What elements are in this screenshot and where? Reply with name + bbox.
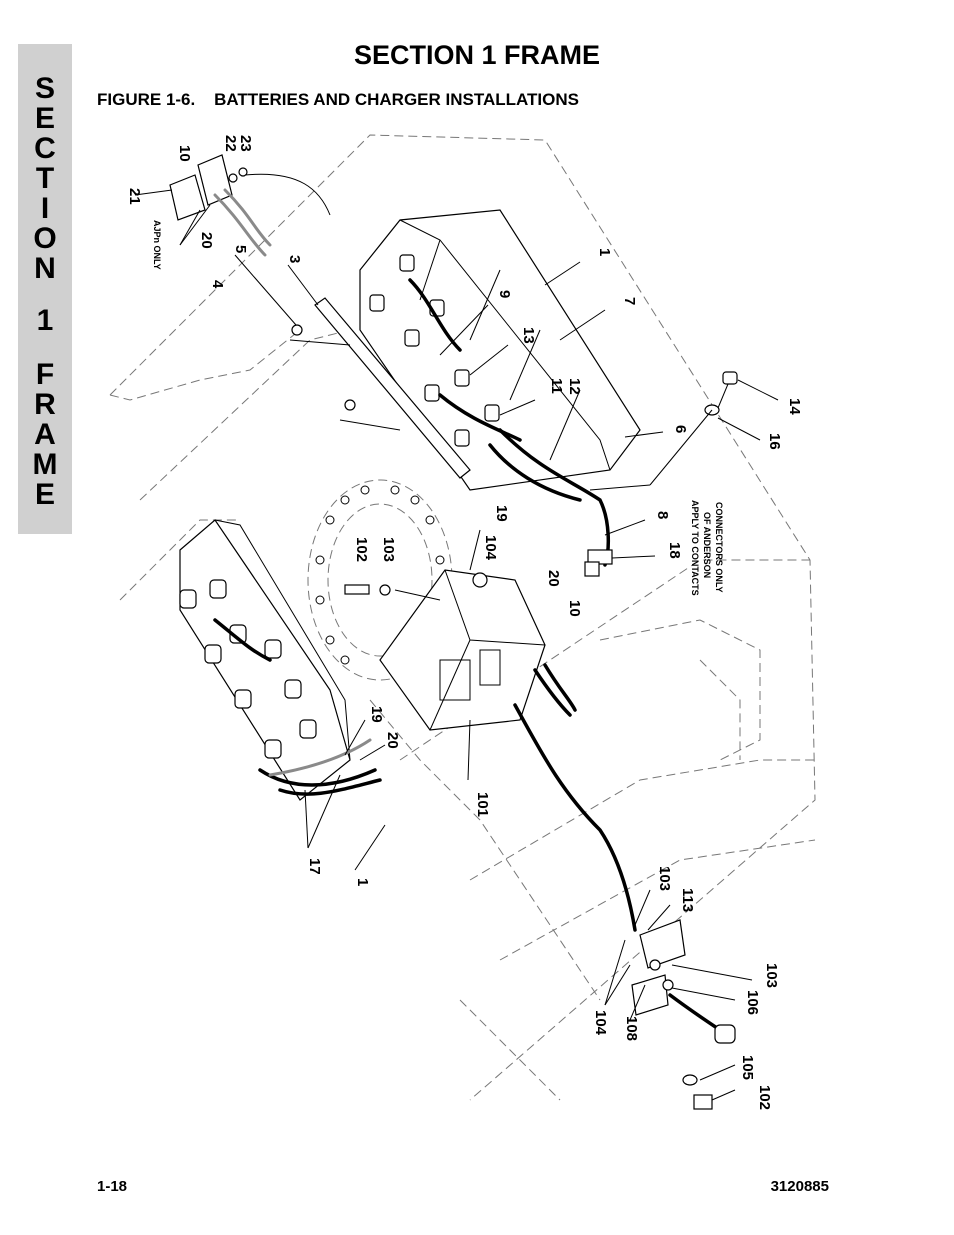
callout-label: 3: [286, 255, 303, 263]
charger-plug-assembly: [631, 919, 736, 1110]
anderson-note-line2: OF ANDERSON: [702, 512, 712, 578]
battery-charger: [344, 569, 637, 932]
side-tab-letter: T: [35, 162, 55, 195]
document-number: 3120885: [770, 1178, 829, 1195]
side-tab-letter: S: [34, 72, 55, 105]
side-tab-letter: A: [34, 418, 56, 451]
callout-label: 6: [672, 425, 689, 433]
anderson-note-line3: CONNECTORS ONLY: [714, 502, 724, 593]
side-tab-letter: F: [35, 358, 55, 391]
side-tab-letter: M: [32, 448, 58, 481]
callout-label: 23: [237, 135, 254, 152]
callout-label: 105: [739, 1055, 756, 1080]
lower-battery-tray: [179, 519, 382, 801]
side-tab-letter: R: [34, 388, 56, 421]
callout-label: 20: [545, 570, 562, 587]
callout-label: 9: [496, 290, 513, 298]
callout-label: 1: [354, 878, 371, 886]
callout-label: 4: [209, 280, 226, 289]
anderson-note-line1: APPLY TO CONTACTS: [690, 500, 700, 596]
upper-battery-tray: [359, 209, 641, 567]
side-tab-letter: O: [33, 222, 57, 255]
callout-label: 108: [623, 1016, 640, 1041]
callout-labels: 21 10 22 23 20 4 5 3 1 7 9 13 11 12 14 1…: [126, 135, 803, 1110]
callout-label: 21: [126, 188, 143, 205]
callout-label: 20: [384, 732, 401, 749]
batteries-charger-diagram: 21 10 22 23 20 4 5 3 1 7 9 13 11 12 14 1…: [109, 134, 816, 1110]
callout-label: 18: [666, 542, 683, 559]
callout-label: 22: [222, 135, 239, 152]
callout-label: 113: [679, 888, 696, 912]
callout-leaders: [179, 204, 779, 1101]
ajpn-bracket: [134, 154, 331, 257]
callout-label: 104: [592, 1010, 609, 1036]
side-tab-letter: I: [40, 192, 50, 225]
page-number: 1-18: [97, 1178, 128, 1195]
callout-label: 10: [566, 600, 583, 617]
hold-down-bar: [289, 297, 471, 479]
callout-label: 20: [198, 232, 215, 249]
callout-label: 17: [306, 858, 323, 875]
section-side-tab: S E C T I O N 1 F R A M E: [18, 44, 72, 534]
callout-label: 104: [482, 535, 499, 561]
bolt-washer: [589, 371, 738, 491]
callout-label: 5: [232, 245, 249, 253]
callout-label: 102: [353, 537, 370, 562]
callout-label: 103: [656, 866, 673, 891]
side-tab-letter: E: [34, 102, 55, 135]
callout-label: 12: [566, 378, 583, 395]
callout-label: 106: [744, 990, 761, 1015]
figure-title: FIGURE 1-6. BATTERIES AND CHARGER INSTAL…: [97, 90, 579, 109]
callout-label: 102: [756, 1085, 773, 1110]
side-tab-letter: E: [34, 478, 55, 511]
callout-label: 14: [786, 398, 803, 415]
callout-label: 10: [176, 145, 193, 162]
callout-label: 101: [474, 792, 491, 817]
callout-label: 16: [766, 433, 783, 450]
connector-bracket: [584, 549, 613, 577]
callout-label: 7: [621, 297, 638, 305]
side-tab-letter: 1: [36, 304, 54, 337]
callout-label: 11: [548, 378, 565, 394]
callout-label: 1: [596, 248, 613, 256]
callout-label: 19: [368, 706, 385, 723]
callout-label: 103: [763, 963, 780, 988]
side-tab-letter: N: [34, 252, 56, 285]
callout-label: 19: [493, 505, 510, 522]
callout-label: 8: [654, 511, 671, 519]
callout-label: 103: [380, 537, 397, 562]
frame-outline: [109, 134, 816, 1101]
callout-label: 13: [520, 327, 537, 344]
page-title: SECTION 1 FRAME: [353, 40, 601, 70]
side-tab-letter: C: [34, 132, 56, 165]
ajpn-note: AJPn ONLY: [152, 220, 162, 270]
